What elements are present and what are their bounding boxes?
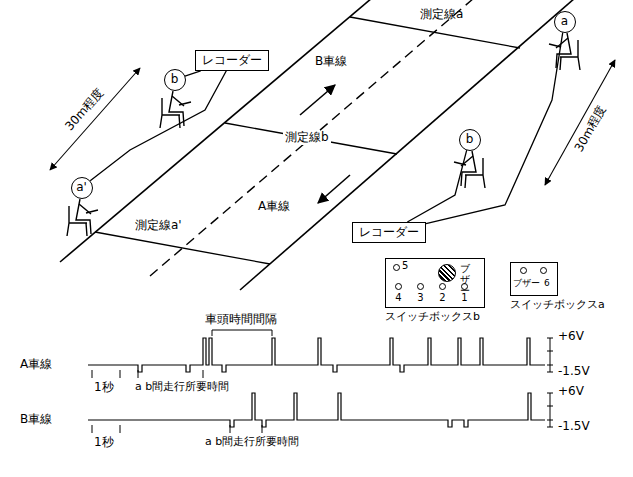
road — [150, 0, 474, 276]
switch-symbol — [540, 267, 547, 274]
buzzer-symbol — [438, 264, 456, 282]
voltage-label: +6V — [558, 385, 584, 399]
dimension-line — [50, 60, 615, 185]
time-label: 車頭時間間隔 — [205, 313, 277, 327]
signal-cable — [185, 71, 201, 76]
voltage-scale — [547, 393, 553, 427]
signal-trace — [88, 338, 545, 372]
lane-label: B車線 — [315, 55, 347, 69]
switch-symbol — [395, 283, 402, 290]
observer-figure — [160, 91, 191, 128]
observer-head: a — [554, 11, 576, 33]
voltage-label: -1.5V — [558, 365, 590, 379]
voltage-label: -1.5V — [558, 420, 590, 434]
voltage-label: +6V — [558, 330, 584, 344]
switch-label: ブザー — [460, 263, 470, 296]
observer-letter: a — [561, 15, 568, 29]
lane-label: A車線 — [258, 200, 290, 214]
observer-figure — [67, 33, 580, 236]
lane-arrow — [318, 175, 350, 203]
recorder-box: レコーダー — [352, 222, 426, 243]
measurement-line — [95, 232, 270, 264]
signal-trace — [88, 393, 545, 427]
switch-label: 4 — [393, 292, 405, 304]
observer-letter: a' — [76, 181, 87, 195]
measurement-line-label: 測定線b — [283, 131, 331, 145]
observer-head: a' — [71, 177, 93, 199]
road — [60, 0, 575, 290]
observer-figure — [549, 33, 580, 70]
measurement-line-label: 測定線a — [420, 8, 463, 22]
signal-cable — [90, 71, 226, 181]
time-label: a b間走行所要時間 — [205, 436, 299, 449]
switch-label: ブザー — [513, 278, 540, 288]
chart-bracket — [92, 425, 262, 433]
road — [60, 0, 372, 262]
lane-arrow — [300, 85, 335, 115]
measurement-line-label: 測定線a' — [135, 219, 182, 233]
time-label: 1秒 — [94, 436, 114, 450]
distance-label: 30m程度 — [573, 103, 610, 154]
switch-label: 2 — [437, 292, 449, 304]
distance-label: 30m程度 — [63, 86, 107, 133]
observer-figure — [67, 199, 98, 236]
signal-cable — [426, 32, 563, 223]
signal-label: A車線 — [20, 358, 52, 372]
voltage-scale — [547, 338, 553, 372]
switch-box: 5 ブザー 4321 スイッチボックスb — [385, 258, 485, 324]
observer-head: b — [459, 129, 481, 151]
switch-label: 3 — [415, 292, 427, 304]
signal-cable — [407, 150, 466, 222]
recorder-box: レコーダー — [195, 50, 269, 71]
voltage-scale — [547, 338, 553, 427]
recorder-label: レコーダー — [202, 53, 262, 67]
switch-box-caption: スイッチボックスa — [510, 299, 605, 312]
road — [240, 0, 575, 290]
switch-symbol — [520, 267, 527, 274]
recorder-label: レコーダー — [359, 225, 419, 239]
switch-symbol — [393, 264, 400, 271]
switch-box-body: ブザー 6 — [510, 262, 558, 296]
switch-box: ブザー 6 スイッチボックスa — [510, 262, 605, 312]
observer-head: b — [164, 69, 186, 91]
switch-label: 5 — [402, 260, 408, 272]
switch-label: 6 — [544, 278, 550, 288]
measurement-line — [95, 17, 520, 264]
switch-symbol — [439, 283, 446, 290]
signal-trace — [88, 338, 545, 427]
switch-label: 1 — [459, 292, 471, 304]
measurement-line — [225, 123, 397, 154]
time-label: a b間走行所要時間 — [135, 381, 229, 394]
chart-bracket — [212, 330, 272, 336]
dimension-line — [50, 68, 140, 170]
chart-bracket — [92, 330, 272, 433]
signal-label: B車線 — [20, 413, 52, 427]
measurement-line — [350, 17, 520, 48]
observer-letter: b — [466, 133, 474, 147]
time-label: 1秒 — [94, 381, 114, 395]
switch-symbol — [417, 283, 424, 290]
switch-box-body: 5 ブザー 4321 — [385, 258, 485, 308]
observer-letter: b — [171, 73, 179, 87]
switch-box-caption: スイッチボックスb — [385, 311, 485, 324]
